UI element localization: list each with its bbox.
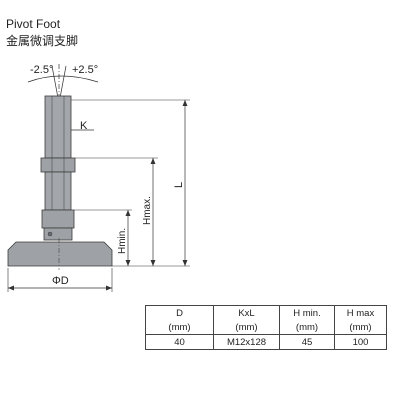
header-d: D — [145, 305, 214, 320]
table-unit-row: (mm) (mm) (mm) (mm) — [145, 320, 387, 335]
stud-lower — [44, 171, 72, 211]
hmin-arrow-bottom — [125, 260, 131, 266]
tilt-arc — [27, 75, 99, 83]
header-hmin: H min. — [279, 305, 335, 320]
unit-d: (mm) — [145, 320, 214, 335]
base-plate — [7, 241, 113, 267]
d-arrow-left — [8, 285, 14, 291]
spec-table: D KxL H min. H max (mm) (mm) (mm) (mm) 4… — [145, 305, 387, 350]
threaded-stud — [44, 95, 72, 159]
hmin-label: Hmin. — [117, 228, 128, 254]
d-arrow-right — [106, 285, 112, 291]
header-kxl: KxL — [213, 305, 280, 320]
upper-nut — [40, 157, 76, 173]
tilt-line-left — [51, 65, 59, 99]
header-hmax: H max — [334, 305, 387, 320]
title-english: Pivot Foot — [6, 17, 61, 31]
table-header-row: D KxL H min. H max — [145, 305, 387, 320]
lower-hex-body — [41, 209, 75, 229]
housing-dot-left — [47, 231, 53, 237]
hmax-arrow-top — [150, 158, 156, 164]
cell-kxl: M12x128 — [213, 334, 280, 350]
l-label: L — [173, 182, 185, 188]
angle-left-label: -2.5° — [30, 64, 53, 76]
angle-right-label: +2.5° — [72, 64, 98, 76]
tilt-line-right — [59, 65, 67, 99]
title-chinese: 金属微调支脚 — [6, 34, 79, 48]
hmin-arrow-top — [125, 210, 131, 216]
ball-joint-housing — [43, 227, 73, 241]
unit-hmax: (mm) — [334, 320, 387, 335]
hmax-label: Hmax. — [142, 196, 153, 225]
hmax-arrow-bottom — [150, 260, 156, 266]
unit-hmin: (mm) — [279, 320, 335, 335]
cell-hmin: 45 — [279, 334, 335, 350]
d-label: ΦD — [52, 275, 69, 287]
k-label: K — [80, 120, 88, 132]
unit-kxl: (mm) — [213, 320, 280, 335]
cell-d: 40 — [145, 334, 214, 350]
l-arrow-top — [182, 100, 188, 106]
cell-hmax: 100 — [334, 334, 387, 350]
l-arrow-bottom — [182, 260, 188, 266]
pivot-foot-drawing: -2.5° +2.5° K Hmin. Hmax. L ΦD — [7, 64, 190, 292]
table-row: 40 M12x128 45 100 — [145, 334, 387, 350]
